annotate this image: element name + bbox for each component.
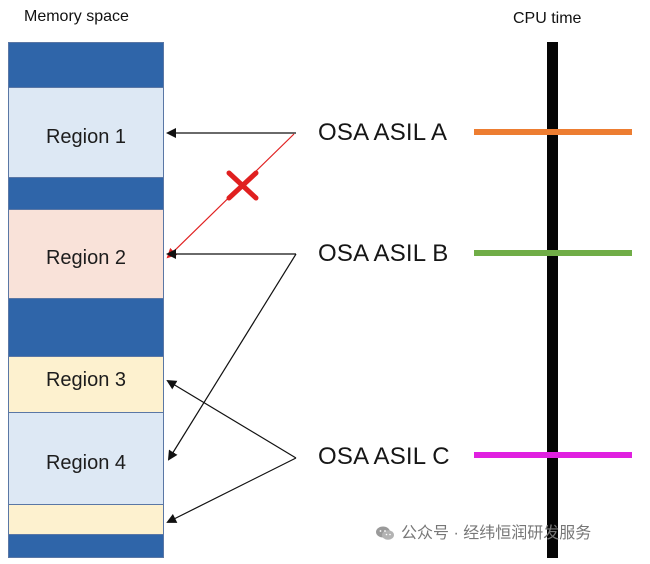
memory-block-top <box>8 42 164 88</box>
memory-block-bottom <box>8 534 164 558</box>
cpu-time-bar <box>547 42 558 558</box>
region-1-label: Region 1 <box>45 126 127 148</box>
osa-b-cpu-slot <box>474 250 632 256</box>
wechat-icon <box>376 526 394 540</box>
region-3-label: Region 3 <box>45 369 127 391</box>
osa-asil-a-label: OSA ASIL A <box>318 119 448 146</box>
osa-a-cpu-slot <box>474 129 632 135</box>
region-1-block <box>8 87 164 178</box>
arrow-osa-c-region-3 <box>166 379 297 459</box>
cpu-time-label: CPU time <box>513 10 582 27</box>
memory-block-gap-1 <box>8 177 164 210</box>
memory-space-label: Memory space <box>24 8 129 25</box>
osa-asil-c-label: OSA ASIL C <box>318 443 450 470</box>
region-4-block <box>8 412 164 505</box>
arrow-osa-b-region-4 <box>167 253 297 461</box>
watermark: 公众号 · 经纬恒润研发服务 <box>375 525 591 543</box>
osa-c-cpu-slot <box>474 452 632 458</box>
region-2-label: Region 2 <box>45 247 127 269</box>
region-4-label: Region 4 <box>45 452 127 474</box>
arrow-osa-c-region-footer <box>166 457 297 523</box>
memory-space-column: Region 1 Region 2 Region 3 Region 4 <box>8 42 164 558</box>
osa-asil-b-label: OSA ASIL B <box>318 240 449 267</box>
blocked-access-cross-icon <box>226 170 259 201</box>
watermark-text: 公众号 · 经纬恒润研发服务 <box>401 525 592 542</box>
